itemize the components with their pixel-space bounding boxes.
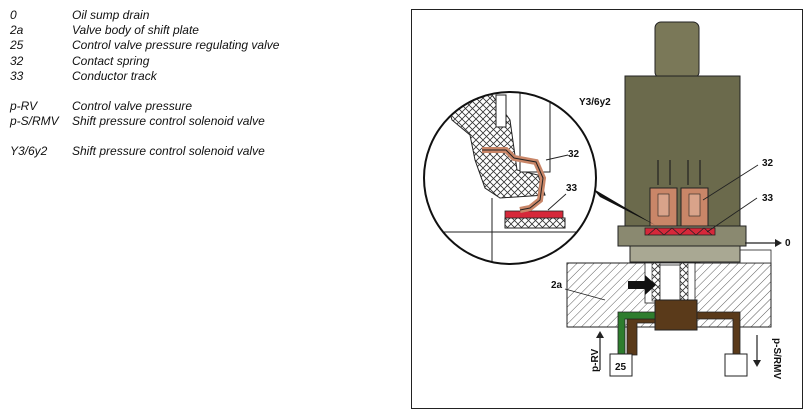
legend-code: p-RV — [10, 98, 38, 113]
legend-desc: Valve body of shift plate — [72, 23, 199, 38]
legend-code: 0 — [10, 8, 17, 22]
legend-code: 25 — [10, 38, 24, 53]
label-solenoid: Y3/6y2 — [579, 97, 611, 108]
label-spring-detail: 32 — [568, 149, 580, 160]
legend-code: p-S/RMV — [10, 113, 59, 128]
drain-arrow — [745, 239, 782, 247]
detail-magnifier — [423, 91, 655, 265]
leader-lines — [564, 164, 759, 301]
pressure-pipes — [617, 299, 741, 356]
legend-desc: Conductor track — [72, 68, 157, 83]
legend-code: Y3/6y2 — [10, 143, 48, 158]
label-spring: 32 — [762, 158, 774, 169]
flow-arrow — [628, 275, 656, 295]
label-valve-body: 2a — [551, 280, 563, 291]
legend: 0 Oil sump drain 2a Valve body of shift pl… — [10, 8, 279, 159]
legend-row: p-S/RMV Shift pressure control solenoid v… — [10, 114, 279, 129]
legend-desc: Control valve pressure regulating valve — [72, 38, 280, 53]
legend-code: 2a — [10, 23, 24, 38]
legend-row: 25 Control valve pressure regulating valv… — [10, 38, 279, 53]
label-regulating-valve: 25 — [615, 362, 627, 373]
pressure-arrows — [596, 331, 761, 370]
regulating-valve-box — [609, 353, 633, 377]
label-track: 33 — [762, 193, 774, 204]
label-track-detail: 33 — [566, 183, 578, 194]
legend-code: 33 — [10, 68, 24, 83]
legend-desc: Shift pressure control solenoid valve — [72, 113, 265, 128]
legend-code: 32 — [10, 53, 24, 68]
legend-row: p-RV Control valve pressure — [10, 99, 279, 114]
label-drain: 0 — [785, 238, 791, 249]
solenoid-valve-box — [724, 353, 748, 377]
legend-desc: Contact spring — [72, 53, 150, 68]
conductor-track — [644, 227, 716, 236]
legend-row: 2a Valve body of shift plate — [10, 23, 279, 38]
legend-row: 33 Conductor track — [10, 69, 279, 84]
legend-desc: Control valve pressure — [72, 98, 193, 113]
label-prv: p-RV — [590, 349, 601, 372]
contact-springs — [649, 187, 709, 227]
label-psrmv: p-S/RMV — [771, 338, 782, 379]
legend-row: 32 Contact spring — [10, 54, 279, 69]
legend-row: Y3/6y2 Shift pressure control solenoid va… — [10, 144, 279, 159]
legend-row: 0 Oil sump drain — [10, 8, 279, 23]
legend-desc: Shift pressure control solenoid valve — [72, 143, 265, 158]
legend-desc: Oil sump drain — [72, 8, 150, 22]
